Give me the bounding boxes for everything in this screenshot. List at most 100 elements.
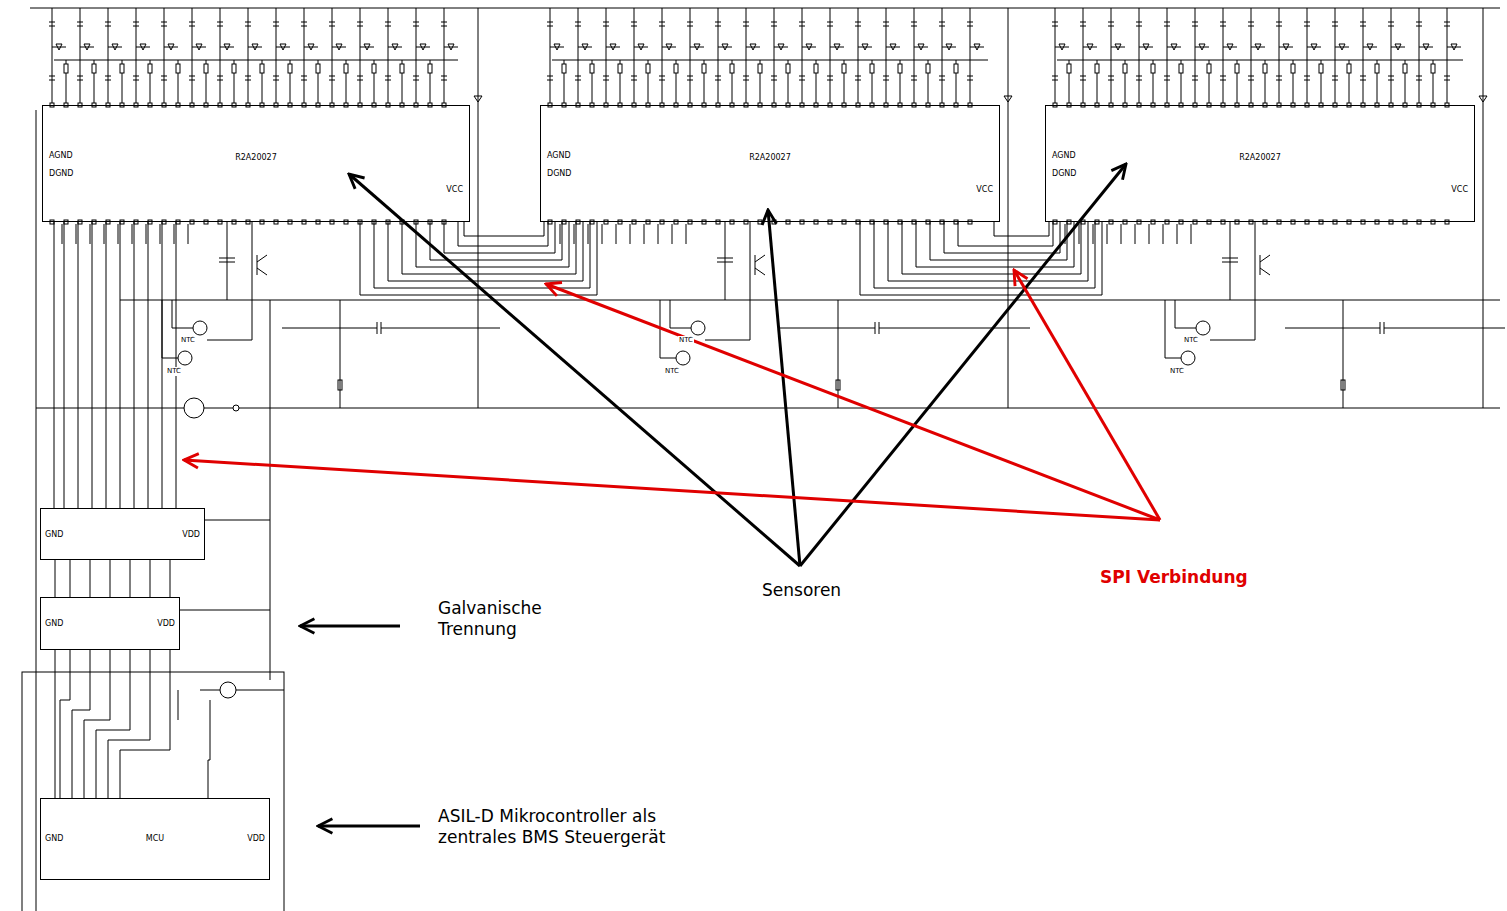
capacitor-symbol	[1332, 22, 1338, 26]
sense-wire	[746, 47, 760, 48]
pin-pad	[604, 220, 608, 224]
pin-pad	[1431, 220, 1435, 224]
sense-wire	[550, 47, 564, 48]
pin-name: GND	[45, 835, 63, 843]
resistor-symbol	[1207, 64, 1211, 73]
resistor-symbol	[204, 64, 208, 73]
capacitor-symbol	[441, 76, 447, 80]
sense-wire	[1335, 47, 1349, 48]
pin-name: VCC	[976, 186, 993, 194]
resistor-symbol	[260, 64, 264, 73]
filter-bus	[552, 60, 988, 61]
pin-pad	[1165, 220, 1169, 224]
sense-wire	[1111, 47, 1125, 48]
pin-wire	[76, 224, 77, 244]
capacitor-symbol	[743, 76, 749, 80]
part-number: MCU	[146, 835, 164, 843]
pin-wire	[104, 224, 105, 244]
capacitor-symbol	[1388, 22, 1394, 26]
capacitor-symbol	[1304, 22, 1310, 26]
pin-pad	[562, 220, 566, 224]
spi-wire	[176, 222, 177, 508]
capacitor-symbol	[385, 76, 391, 80]
spi-daisy-wire	[402, 222, 576, 274]
capacitor-symbol	[631, 22, 637, 26]
callout-label: SPI Verbindung	[1100, 567, 1248, 588]
ground-bus	[36, 110, 37, 911]
capacitor-symbol	[77, 76, 83, 80]
pin-pad	[1151, 220, 1155, 224]
resistor-symbol	[646, 64, 650, 73]
resistor-symbol	[1347, 64, 1351, 73]
pin-pad	[632, 220, 636, 224]
pin-wire	[340, 300, 341, 408]
transistor-symbol	[1260, 255, 1270, 275]
pin-pad	[744, 220, 748, 224]
pin-pad	[64, 220, 68, 224]
sense-wire	[1251, 47, 1265, 48]
pin-pad	[316, 220, 320, 224]
pin-name: VCC	[1451, 186, 1468, 194]
resistor-symbol	[400, 64, 404, 73]
leader-arrow	[800, 164, 1126, 566]
spi-wire	[106, 222, 107, 508]
pin-pad	[646, 220, 650, 224]
capacitor-symbol	[827, 22, 833, 26]
pin-pad	[1319, 220, 1323, 224]
spi-daisy-wire	[902, 222, 1081, 274]
transistor-symbol	[257, 255, 267, 275]
pin-wire	[1343, 300, 1344, 408]
capacitor-symbol	[1080, 76, 1086, 80]
pin-pad	[1095, 220, 1099, 224]
pin-name: VDD	[182, 531, 200, 539]
thermistor-symbol	[1181, 351, 1195, 365]
capacitor-symbol	[1136, 76, 1142, 80]
resistor-symbol	[1263, 64, 1267, 73]
capacitor-symbol	[575, 76, 581, 80]
pin-wire	[1163, 224, 1164, 244]
pin-wire	[282, 328, 377, 329]
resistor-symbol	[898, 64, 902, 73]
resistor-symbol	[428, 64, 432, 73]
pin-pad	[548, 220, 552, 224]
sense-wire	[858, 47, 872, 48]
part-number: R2A20027	[1239, 154, 1281, 162]
resistor-symbol	[1095, 64, 1099, 73]
pin-wire	[879, 328, 1030, 329]
sense-wire	[388, 47, 402, 48]
capacitor-symbol	[547, 22, 553, 26]
capacitor-symbol	[799, 76, 805, 80]
pin-pad	[926, 220, 930, 224]
pin-wire	[174, 224, 175, 244]
ntc-wire	[162, 300, 193, 358]
pin-pad	[590, 220, 594, 224]
leader-arrow	[300, 625, 400, 628]
callout-label: ASIL-D Mikrocontroller als zentrales BMS…	[438, 806, 688, 849]
sense-wire	[1363, 47, 1377, 48]
pin-wire	[616, 224, 617, 244]
capacitor-symbol	[883, 76, 889, 80]
pin-wire	[1285, 328, 1380, 329]
capacitor-symbol	[1164, 76, 1170, 80]
ntc-label: NTC	[1169, 367, 1185, 376]
sense-wire	[444, 47, 458, 48]
pin-wire	[725, 222, 726, 300]
capacitor-symbol	[687, 76, 693, 80]
resistor-symbol	[120, 64, 124, 73]
resistor-symbol	[1123, 64, 1127, 73]
sense-wire	[1391, 47, 1405, 48]
pin-pad	[1277, 220, 1281, 224]
pin-wire	[62, 224, 63, 244]
capacitor-symbol	[385, 22, 391, 26]
pin-wire	[658, 224, 659, 244]
capacitor-symbol	[875, 322, 879, 334]
sense-wire	[802, 47, 816, 48]
capacitor-symbol	[827, 76, 833, 80]
spi-daisy-wire	[388, 222, 583, 281]
spi-daisy-wire	[360, 222, 597, 295]
spi-wire	[148, 222, 149, 508]
filter-bus	[54, 60, 458, 61]
capacitor-symbol	[77, 22, 83, 26]
part-number: R2A20027	[235, 154, 277, 162]
